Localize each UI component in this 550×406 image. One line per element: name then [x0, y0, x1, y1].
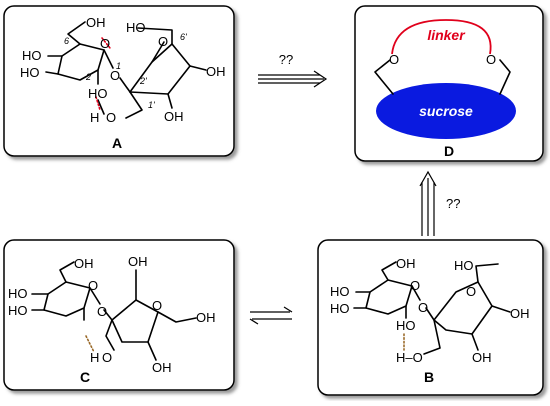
atom: O	[88, 278, 98, 293]
atom: OH	[86, 15, 106, 30]
atom: OH	[206, 64, 226, 79]
arrow-b-to-d-label: ??	[446, 196, 460, 211]
atom: HO	[8, 286, 28, 301]
position-number: 1	[116, 61, 121, 71]
structure-a: OH HO HO O HO O O HO H O OH OH 6 1 2 2' …	[20, 15, 226, 151]
hbond-c	[85, 335, 95, 353]
atom: O	[106, 110, 116, 125]
panel-label-d: D	[444, 143, 454, 159]
atom: O	[110, 68, 120, 83]
atom: OH	[510, 306, 530, 321]
atom: H	[90, 110, 99, 125]
atom: O	[102, 350, 112, 365]
atom: HO	[126, 20, 146, 35]
atom: HO	[22, 48, 42, 63]
atom: O	[158, 34, 168, 49]
atom: O	[418, 300, 428, 315]
atom: OH	[128, 254, 148, 269]
atom: OH	[196, 310, 216, 325]
equilibrium-arrow-c-b	[249, 306, 293, 325]
atom: OH	[74, 256, 94, 271]
hbond-a-top	[101, 37, 111, 49]
atom: O	[486, 52, 496, 67]
atom: OH	[164, 109, 184, 124]
panel-b-box	[317, 239, 544, 396]
structure-b: OH HO HO O HO O O OH OH HO H–O B	[330, 256, 530, 385]
atom: HO	[330, 301, 350, 316]
structure-d: sucrose O O linker D	[374, 19, 516, 159]
atom: HO	[330, 284, 350, 299]
linker-label: linker	[427, 27, 466, 43]
panel-label-b: B	[424, 369, 434, 385]
position-number: 1'	[148, 100, 155, 110]
arrow-b-to-d: ??	[419, 170, 460, 236]
panel-label-c: C	[80, 369, 90, 385]
atom: OH	[152, 360, 172, 375]
atom: O	[466, 284, 476, 299]
atom: HO	[396, 318, 416, 333]
atom: HO	[8, 303, 28, 318]
atom: O	[100, 36, 110, 51]
sucrose-label: sucrose	[419, 103, 473, 119]
atom: O	[152, 298, 162, 313]
position-number: 6	[64, 36, 69, 46]
atom: O	[410, 278, 420, 293]
atom: OH	[472, 350, 492, 365]
atom: O	[97, 304, 107, 319]
panel-a-box	[3, 5, 235, 157]
position-number: 2	[85, 72, 91, 82]
structure-c: OH HO HO O O OH O H O OH OH C	[8, 254, 216, 385]
atom: O	[389, 52, 399, 67]
arrow-a-to-d: ??	[258, 52, 328, 88]
atom: H	[90, 350, 99, 365]
atom: HO	[20, 65, 40, 80]
position-number: 6'	[180, 32, 187, 42]
arrow-a-to-d-label: ??	[279, 52, 293, 67]
hbond-a-bottom	[95, 96, 101, 111]
position-number: 2'	[139, 76, 147, 86]
sucrose-ellipse	[376, 83, 516, 139]
panel-label-a: A	[112, 135, 122, 151]
atom: OH	[396, 256, 416, 271]
linker-arc	[391, 19, 492, 55]
atom: H–O	[396, 350, 423, 365]
atom: HO	[454, 258, 474, 273]
atom: HO	[88, 86, 108, 101]
